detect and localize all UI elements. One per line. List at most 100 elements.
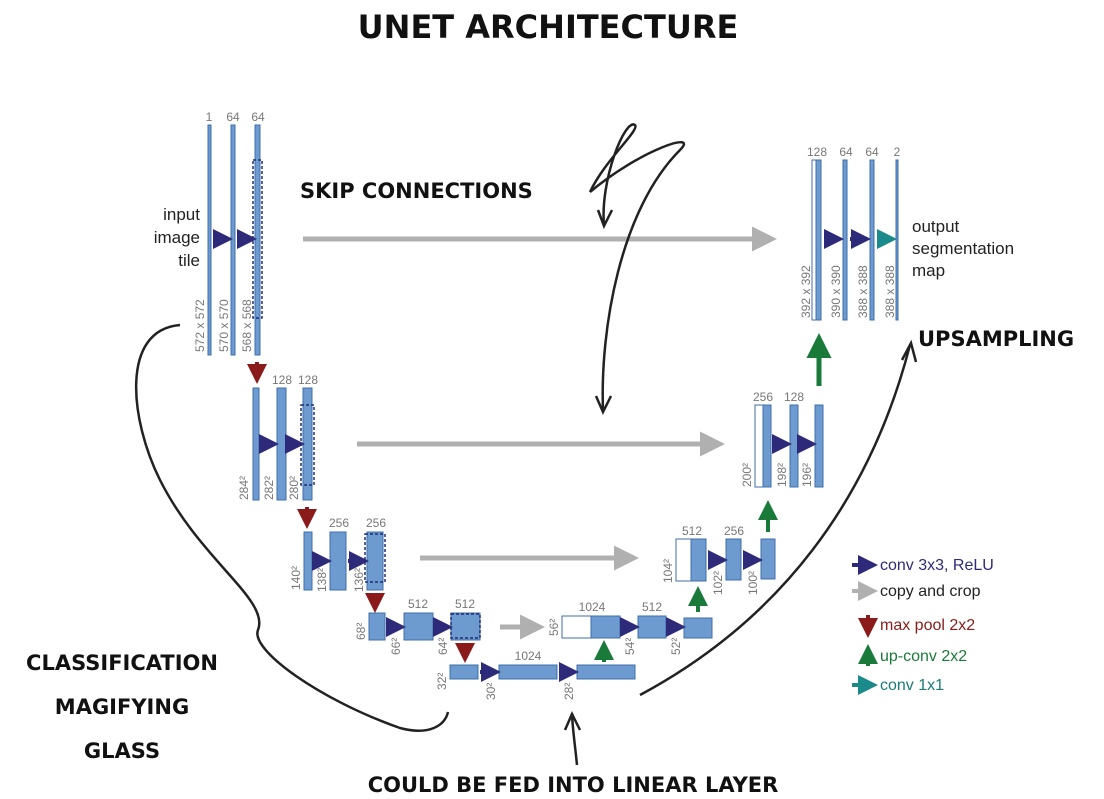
channel-label: 1024 xyxy=(579,600,606,614)
size-label: 388 x 388 xyxy=(856,265,870,318)
size-label: 56² xyxy=(547,619,561,636)
size-label: 282² xyxy=(262,476,276,500)
skip-connections-annotation: SKIP CONNECTIONS xyxy=(300,179,533,203)
legend: conv 3x3, ReLU copy and crop max pool 2x… xyxy=(852,555,994,695)
size-label: 200² xyxy=(740,463,754,487)
size-label: 284² xyxy=(237,476,251,500)
size-label: 64² xyxy=(436,638,450,655)
channel-label: 1024 xyxy=(515,649,542,663)
legend-label: conv 3x3, ReLU xyxy=(880,557,994,574)
encoder-level-4: 512 512 68² 66² 64² xyxy=(354,597,481,655)
encoder-level-2: 128 128 284² 282² 280² xyxy=(237,373,318,501)
feature-map xyxy=(403,612,434,641)
size-label: 140² xyxy=(289,566,303,590)
size-label: 28² xyxy=(562,683,576,700)
channel-label: 256 xyxy=(329,516,349,530)
feature-map xyxy=(329,531,347,591)
feature-map xyxy=(842,159,848,321)
channel-label: 512 xyxy=(642,600,662,614)
feature-map xyxy=(207,124,212,356)
annotation-stroke xyxy=(588,123,637,226)
annotation-arrowhead xyxy=(900,339,918,363)
size-label: 138² xyxy=(315,568,329,592)
size-label: 390 x 390 xyxy=(829,265,843,318)
feature-map xyxy=(450,612,481,641)
size-label: 66² xyxy=(389,638,403,655)
feature-map xyxy=(368,612,386,641)
feature-map xyxy=(725,538,742,581)
channel-label: 256 xyxy=(753,390,773,404)
feature-map xyxy=(815,159,822,321)
feature-map xyxy=(814,404,824,488)
classification-annotation: CLASSIFICATION xyxy=(26,651,218,675)
feature-map xyxy=(690,538,707,582)
channel-label: 256 xyxy=(724,524,744,538)
legend-label: up-conv 2x2 xyxy=(880,648,967,665)
output-label: segmentation xyxy=(912,239,1014,258)
input-label: image xyxy=(154,228,200,247)
size-label: 572 x 572 xyxy=(193,299,207,352)
feature-map xyxy=(762,404,772,488)
magnifying-glass-stroke xyxy=(134,323,450,732)
size-label: 102² xyxy=(711,571,725,595)
channel-label: 64 xyxy=(226,110,240,124)
legend-label: conv 1x1 xyxy=(880,677,944,694)
feature-map xyxy=(683,617,713,639)
size-label: 568 x 568 xyxy=(240,299,254,352)
annotation-stroke xyxy=(639,344,912,697)
annotation-arrowhead xyxy=(594,395,613,415)
feature-map xyxy=(869,159,875,321)
channel-label: 1 xyxy=(206,110,213,124)
decoder-level-2: 256 128 200² 198² 196² xyxy=(740,390,824,488)
feature-map xyxy=(276,387,287,501)
size-label: 388 x 388 xyxy=(883,265,897,318)
copied-feature-map xyxy=(675,538,692,582)
legend-label: copy and crop xyxy=(880,583,981,600)
output-label: output xyxy=(912,217,960,236)
encoder-level-3: 256 256 140² 138² 136² xyxy=(289,516,386,592)
channel-label: 512 xyxy=(682,524,702,538)
size-label: 32² xyxy=(435,673,449,690)
channel-label: 64 xyxy=(251,110,265,124)
classification-annotation: GLASS xyxy=(84,739,160,763)
input-label: tile xyxy=(178,251,200,270)
feature-map xyxy=(637,615,667,639)
size-label: 68² xyxy=(354,623,368,640)
channel-label: 64 xyxy=(865,145,879,159)
annotation-arrowhead xyxy=(563,711,582,731)
channel-label: 128 xyxy=(807,145,827,159)
input-label: input xyxy=(163,205,200,224)
annotation-arrowhead xyxy=(596,209,614,230)
channel-label: 512 xyxy=(455,597,475,611)
classification-annotation: MAGIFYING xyxy=(55,695,189,719)
bottleneck-level-5: 1024 32² 30² 28² xyxy=(435,649,636,700)
legend-label: max pool 2x2 xyxy=(880,617,975,634)
size-label: 570 x 570 xyxy=(217,299,231,352)
annotation-stroke xyxy=(589,141,686,411)
feature-map xyxy=(230,124,236,356)
size-label: 30² xyxy=(484,683,498,700)
size-label: 54² xyxy=(623,638,637,655)
crop-region xyxy=(450,613,481,639)
channel-label: 256 xyxy=(366,516,386,530)
channel-label: 128 xyxy=(272,373,292,387)
size-label: 100² xyxy=(746,571,760,595)
feature-map xyxy=(576,664,636,680)
feature-map xyxy=(760,538,776,580)
size-label: 280² xyxy=(287,476,301,500)
size-label: 136² xyxy=(352,568,366,592)
feature-map xyxy=(498,664,558,680)
decoder-level-3: 512 256 104² 102² 100² xyxy=(661,524,776,595)
copied-feature-map xyxy=(561,615,592,639)
channel-label: 64 xyxy=(839,145,853,159)
size-label: 104² xyxy=(661,559,675,583)
feature-map xyxy=(789,404,799,488)
channel-label: 128 xyxy=(298,373,318,387)
size-label: 196² xyxy=(800,463,814,487)
decoder-level-4: 1024 512 56² 54² 52² xyxy=(547,600,713,655)
channel-label: 512 xyxy=(408,597,428,611)
size-label: 198² xyxy=(775,463,789,487)
size-label: 52² xyxy=(669,638,683,655)
page-title: UNET ARCHITECTURE xyxy=(358,8,739,46)
